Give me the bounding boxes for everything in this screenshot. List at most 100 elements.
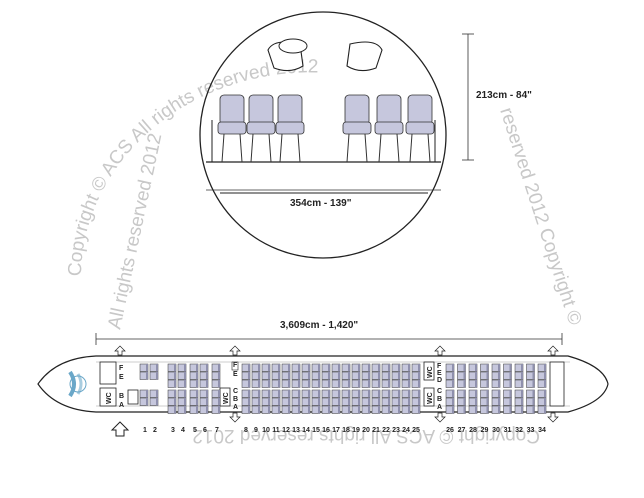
seat[interactable] (189, 405, 199, 414)
seat[interactable] (503, 371, 512, 380)
seat[interactable] (445, 379, 455, 388)
seat[interactable] (211, 371, 221, 380)
seat[interactable] (167, 379, 177, 388)
seat[interactable] (291, 363, 301, 372)
seat[interactable] (468, 379, 478, 388)
seat[interactable] (177, 371, 187, 380)
seat[interactable] (291, 389, 301, 398)
seat[interactable] (331, 371, 341, 380)
seat[interactable] (351, 389, 361, 398)
seat[interactable] (311, 397, 321, 406)
seat[interactable] (445, 389, 455, 398)
seat[interactable] (177, 379, 187, 388)
seat[interactable] (503, 405, 512, 414)
seat[interactable] (271, 363, 281, 372)
seat[interactable] (251, 379, 261, 388)
seat[interactable] (457, 397, 466, 406)
seat[interactable] (457, 389, 466, 398)
seat[interactable] (331, 405, 341, 414)
seat[interactable] (321, 397, 331, 406)
seat[interactable] (537, 389, 547, 398)
seat[interactable] (311, 371, 321, 380)
seat[interactable] (391, 371, 401, 380)
seat[interactable] (281, 363, 291, 372)
seat[interactable] (167, 363, 177, 372)
seat[interactable] (261, 405, 271, 414)
seat[interactable] (381, 397, 391, 406)
seat[interactable] (503, 397, 512, 406)
seat[interactable] (371, 389, 381, 398)
seat[interactable] (311, 379, 321, 388)
seat[interactable] (526, 405, 535, 414)
seat[interactable] (491, 405, 501, 414)
seat[interactable] (468, 389, 478, 398)
seat[interactable] (167, 389, 177, 398)
seat[interactable] (211, 397, 221, 406)
seat[interactable] (281, 371, 291, 380)
seat[interactable] (261, 363, 271, 372)
seat[interactable] (271, 389, 281, 398)
seat[interactable] (341, 363, 351, 372)
seat[interactable] (321, 405, 331, 414)
seat[interactable] (271, 397, 281, 406)
seat[interactable] (177, 405, 187, 414)
seat[interactable] (281, 405, 291, 414)
seat[interactable] (391, 397, 401, 406)
seat[interactable] (321, 363, 331, 372)
seat[interactable] (371, 397, 381, 406)
seat[interactable] (445, 363, 455, 372)
seat[interactable] (480, 363, 489, 372)
seat[interactable] (311, 405, 321, 414)
seat[interactable] (301, 363, 311, 372)
seat[interactable] (361, 363, 371, 372)
seat[interactable] (139, 371, 149, 380)
seat[interactable] (361, 379, 371, 388)
seat[interactable] (189, 371, 199, 380)
seat[interactable] (491, 389, 501, 398)
seat[interactable] (321, 371, 331, 380)
seat[interactable] (411, 379, 421, 388)
seat[interactable] (381, 371, 391, 380)
seat[interactable] (167, 397, 177, 406)
seat[interactable] (468, 363, 478, 372)
seat[interactable] (341, 379, 351, 388)
seat[interactable] (361, 371, 371, 380)
seat[interactable] (189, 363, 199, 372)
seat[interactable] (291, 397, 301, 406)
seat[interactable] (526, 379, 535, 388)
seat[interactable] (291, 405, 301, 414)
seat[interactable] (189, 379, 199, 388)
seat[interactable] (251, 405, 261, 414)
seat[interactable] (514, 405, 524, 414)
seat[interactable] (291, 371, 301, 380)
seat[interactable] (261, 371, 271, 380)
seat[interactable] (321, 389, 331, 398)
seat[interactable] (503, 363, 512, 372)
seat[interactable] (503, 379, 512, 388)
seat[interactable] (251, 371, 261, 380)
seat[interactable] (251, 389, 261, 398)
seat[interactable] (537, 397, 547, 406)
seat[interactable] (371, 379, 381, 388)
seat[interactable] (301, 405, 311, 414)
seat[interactable] (526, 363, 535, 372)
seat[interactable] (341, 397, 351, 406)
seat[interactable] (371, 405, 381, 414)
seat[interactable] (199, 405, 209, 414)
seat[interactable] (241, 371, 251, 380)
seat[interactable] (351, 379, 361, 388)
seat[interactable] (281, 389, 291, 398)
seat[interactable] (331, 379, 341, 388)
seat[interactable] (468, 371, 478, 380)
seat[interactable] (457, 379, 466, 388)
seat[interactable] (311, 389, 321, 398)
seat[interactable] (537, 363, 547, 372)
seat[interactable] (411, 389, 421, 398)
seat[interactable] (457, 363, 466, 372)
seat[interactable] (271, 379, 281, 388)
seat[interactable] (411, 405, 421, 414)
seat[interactable] (341, 405, 351, 414)
seat[interactable] (177, 389, 187, 398)
seat[interactable] (381, 363, 391, 372)
seat[interactable] (351, 371, 361, 380)
